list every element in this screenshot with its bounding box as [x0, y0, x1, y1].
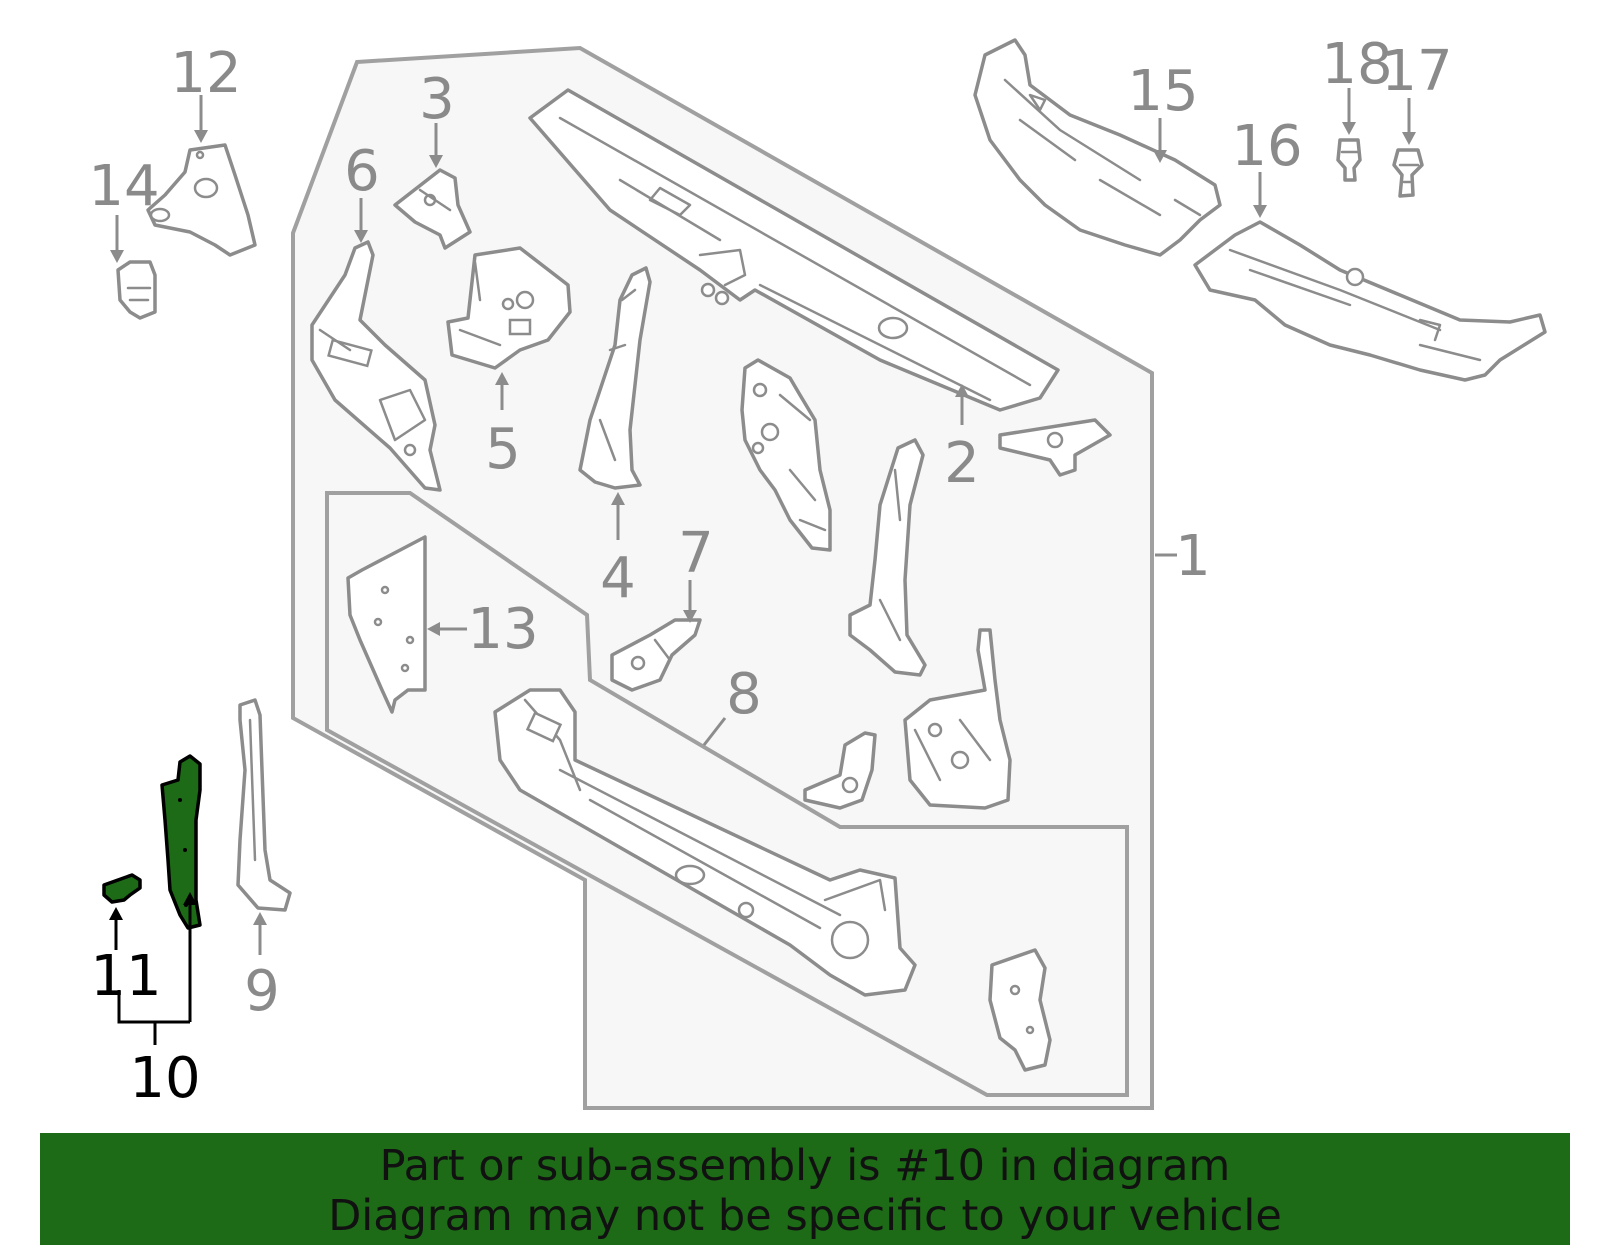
- callout-1: 1: [1175, 524, 1211, 589]
- part-13-panel: [346, 535, 427, 714]
- callout-16: 16: [1231, 114, 1302, 179]
- part-14-clip: [116, 260, 157, 320]
- callout-12: 12: [170, 41, 241, 106]
- callout-17: 17: [1381, 39, 1452, 104]
- part-5-bracket: [446, 246, 572, 370]
- lower-right-plate: [988, 948, 1052, 1072]
- callout-9: 9: [244, 959, 280, 1024]
- subassembly-8-outline: [325, 491, 1129, 1097]
- lower-small-bracket: [803, 731, 877, 810]
- part-16-lower-panel: [1193, 220, 1547, 382]
- callout-2: 2: [944, 431, 980, 496]
- part-15-upper-panel: [973, 38, 1222, 257]
- callout-7: 7: [678, 521, 714, 586]
- callout-5: 5: [485, 417, 521, 482]
- part-4-vertical-bracket: [578, 266, 652, 490]
- part-18-clip: [1336, 138, 1362, 182]
- part-8-lower-beam: [493, 688, 917, 997]
- callout-6: 6: [344, 139, 380, 204]
- lower-right-bracket: [903, 628, 1012, 810]
- callout-4: 4: [600, 546, 636, 611]
- banner-line-2: Diagram may not be specific to your vehi…: [328, 1191, 1282, 1241]
- info-banner: Part or sub-assembly is #10 in diagram D…: [40, 1133, 1570, 1245]
- callout-15: 15: [1127, 59, 1198, 124]
- callout-11: 11: [90, 944, 161, 1009]
- part-2-upper-support: [528, 88, 1112, 477]
- callout-14: 14: [88, 154, 159, 219]
- leader-lines-highlighted: [109, 892, 197, 1045]
- part-17-clip: [1392, 148, 1424, 198]
- callout-10: 10: [129, 1046, 200, 1111]
- right-vertical-bracket: [848, 438, 927, 677]
- center-bracket: [740, 358, 832, 552]
- part-3-bracket: [393, 168, 472, 250]
- banner-line-1: Part or sub-assembly is #10 in diagram: [379, 1141, 1231, 1191]
- part-12-bracket: [146, 143, 257, 257]
- callout-8: 8: [726, 662, 762, 727]
- part-6-side-bracket: [310, 240, 442, 492]
- callout-18: 18: [1321, 32, 1392, 97]
- part-9-strip: [236, 698, 292, 912]
- callout-3: 3: [419, 67, 455, 132]
- part-11-highlighted-bolt: [102, 873, 142, 904]
- callout-13: 13: [467, 597, 538, 662]
- leader-lines: [110, 88, 1416, 955]
- part-7-bracket: [610, 618, 702, 692]
